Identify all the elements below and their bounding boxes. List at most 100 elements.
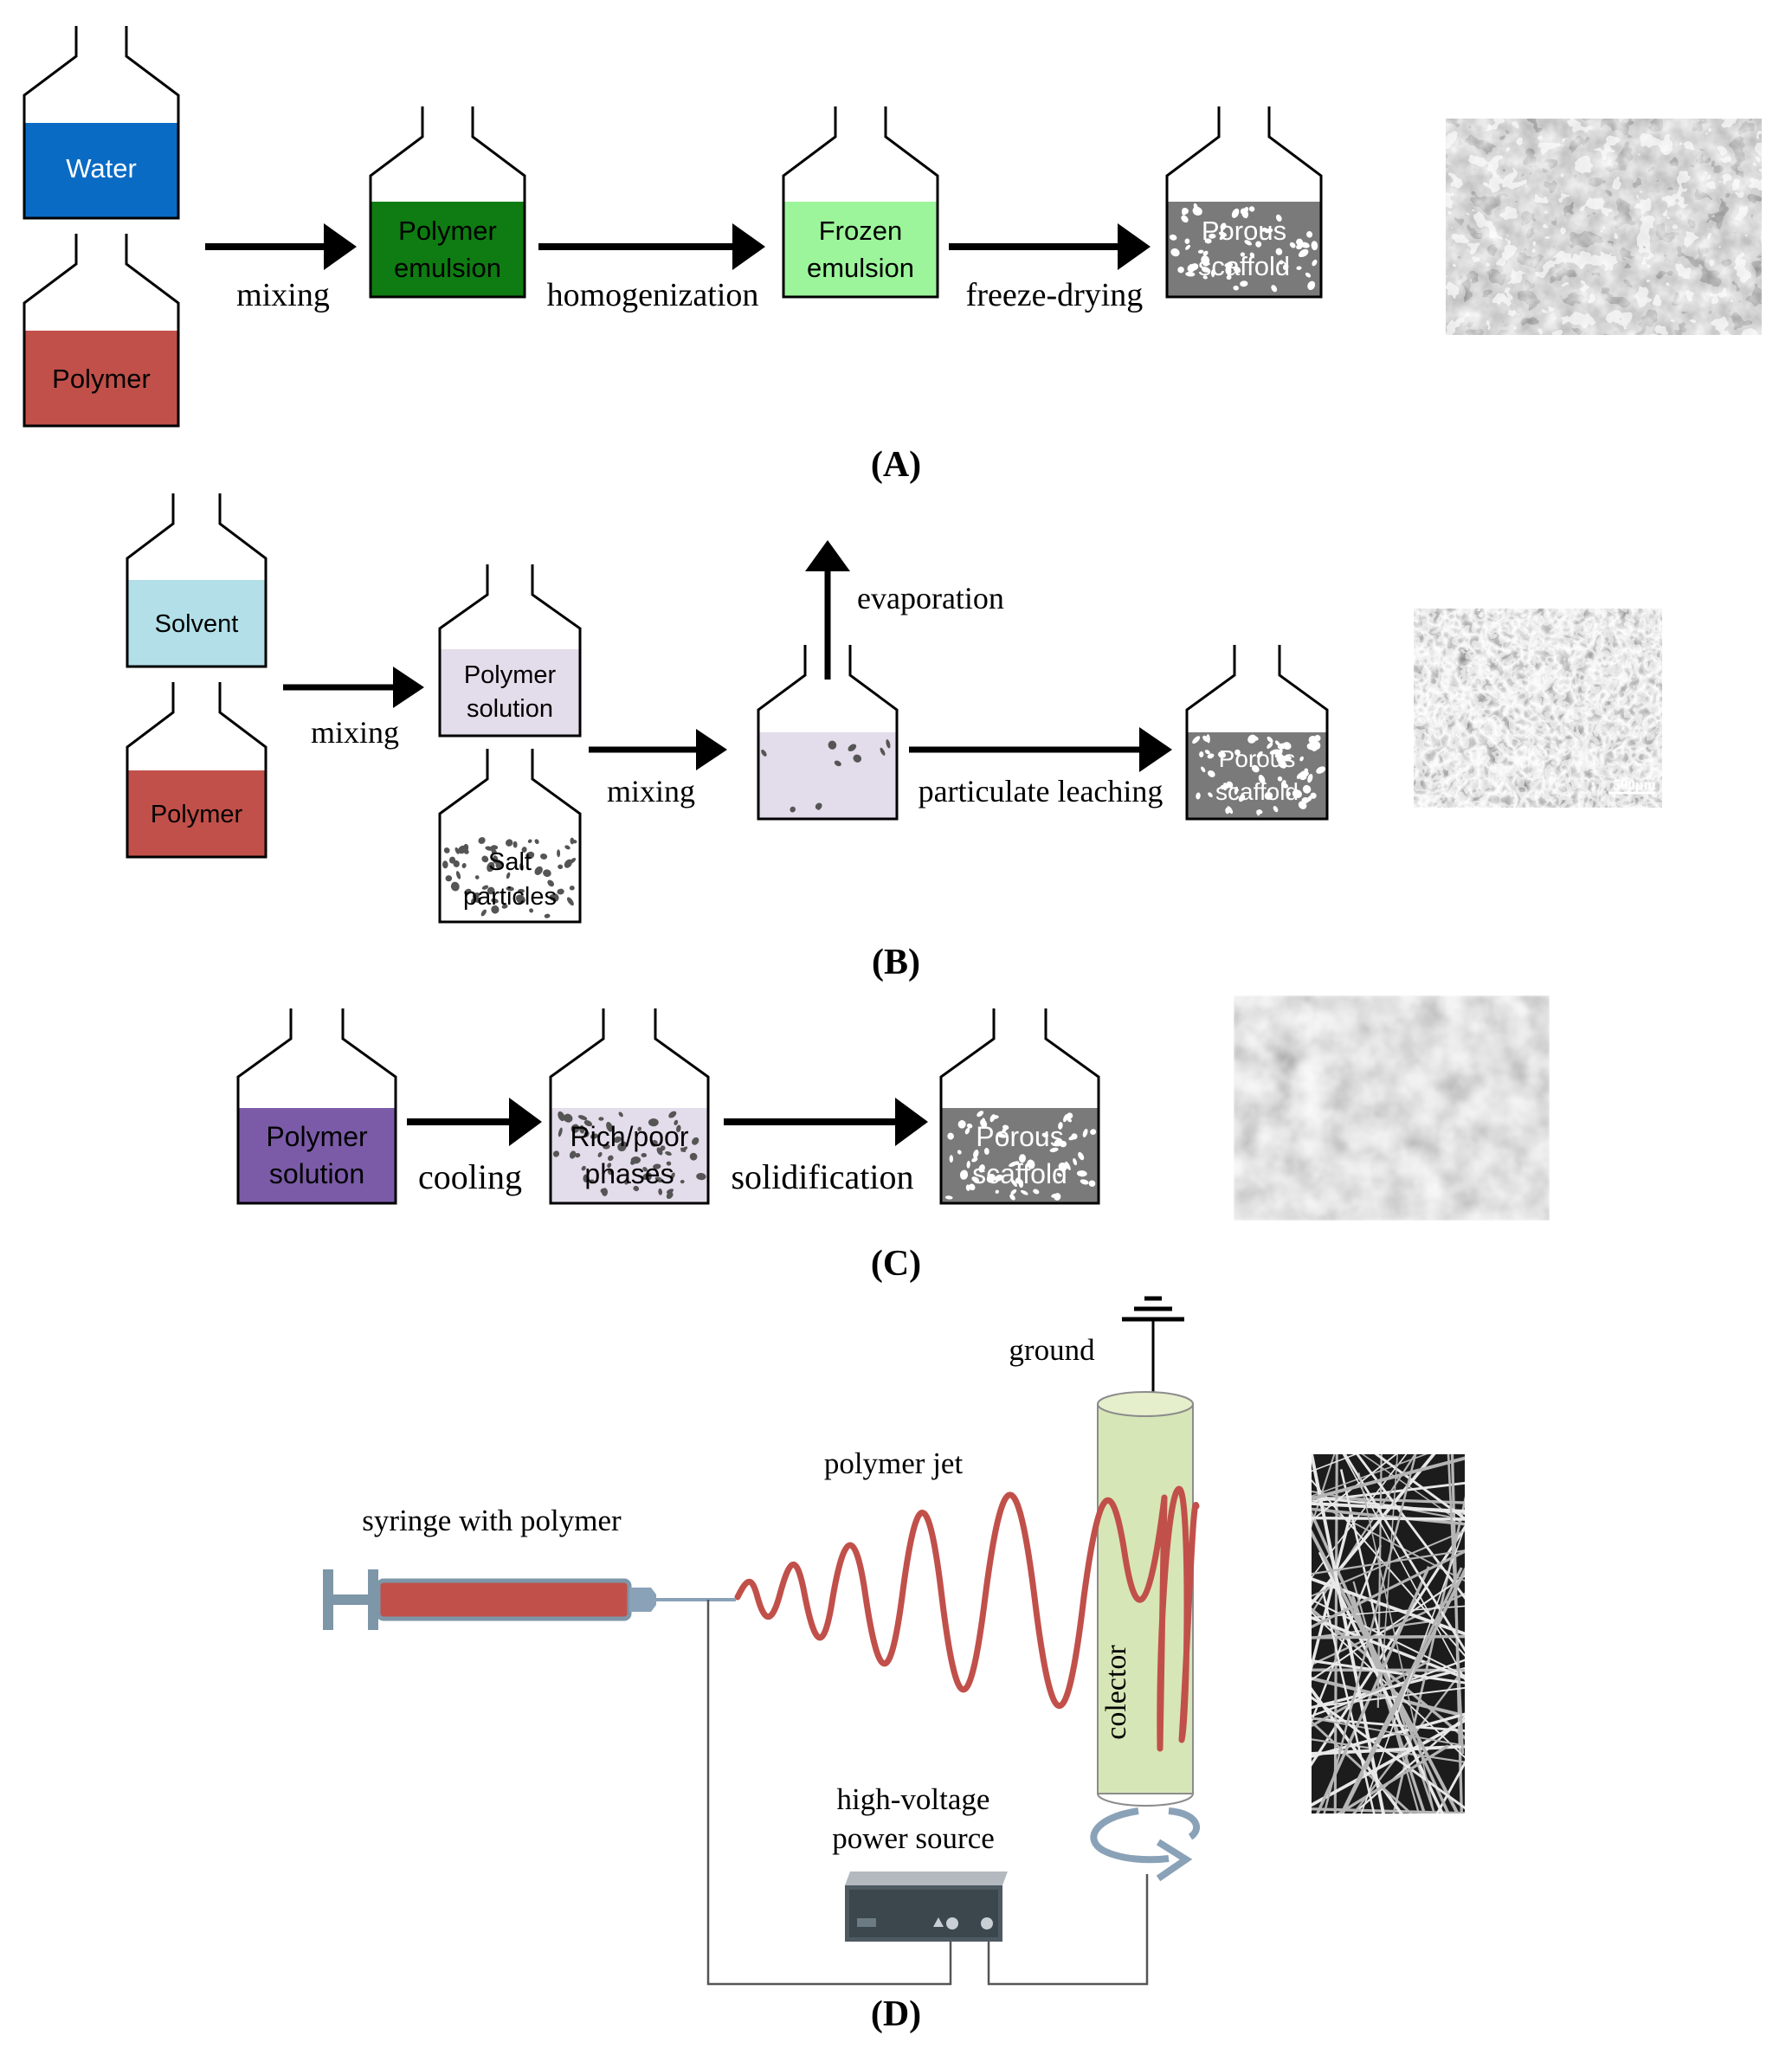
power-label-line1: high-voltage xyxy=(837,1782,990,1816)
salt-grains xyxy=(761,739,891,813)
bottle-fill xyxy=(127,580,266,667)
pores xyxy=(944,1111,1097,1201)
arrow-cooling: cooling xyxy=(407,1098,542,1196)
bottle-porous-scaffold: Porous scaffold xyxy=(1185,645,1329,821)
sem-image-phase-separation xyxy=(1234,995,1550,1221)
power-label-line2: power source xyxy=(832,1821,995,1855)
bottle-label: scaffold xyxy=(1215,778,1299,805)
bottle-label: Porous xyxy=(1219,745,1296,772)
bottle-polymer-solution: Polymer solution xyxy=(236,1008,397,1205)
ground-icon xyxy=(1122,1296,1184,1407)
phase-droplets xyxy=(552,1111,706,1199)
arrow-solidification: solidification xyxy=(724,1098,928,1196)
polymer-jet-label: polymer jet xyxy=(824,1446,964,1480)
pores xyxy=(1169,203,1318,293)
arrow-particulate-leaching: particulate leaching xyxy=(909,727,1172,809)
step-label: mixing xyxy=(311,715,399,750)
salt-grains xyxy=(442,837,577,918)
bottle-outline xyxy=(939,1008,1100,1205)
bottle-label: Water xyxy=(66,153,137,184)
wire-right xyxy=(987,1874,1149,1986)
polymer-jet xyxy=(734,1485,1200,1752)
bottle-salt-particles: Salt particles xyxy=(438,749,582,924)
collector-drum: colector xyxy=(1097,1391,1194,1807)
bottle-outline xyxy=(1185,645,1329,821)
fibers xyxy=(1312,1454,1465,1814)
bottle-outline xyxy=(782,106,939,299)
bottle-fill xyxy=(24,331,178,426)
bottle-porous-scaffold: Porous scaffold xyxy=(939,1008,1100,1205)
bottle-porous-scaffold: Porous scaffold xyxy=(1165,106,1323,299)
step-label: homogenization xyxy=(547,277,759,313)
bottle-label: emulsion xyxy=(394,253,501,283)
bottle-label: Salt xyxy=(488,848,532,876)
panel-label: (C) xyxy=(871,1244,921,1284)
step-label: solidification xyxy=(731,1157,913,1196)
bottle-label: Porous xyxy=(1202,216,1286,246)
bottle-fill xyxy=(127,770,266,857)
bottle-outline xyxy=(438,749,582,924)
bottle-fill xyxy=(24,123,178,218)
pores xyxy=(1192,734,1326,816)
step-label: particulate leaching xyxy=(919,774,1164,809)
bottle-fill xyxy=(440,649,580,736)
syringe-label: syringe with polymer xyxy=(362,1504,622,1537)
bottle-outline xyxy=(757,645,899,821)
syringe-icon xyxy=(323,1569,736,1630)
arrow-mixing: mixing xyxy=(205,223,357,313)
bottle-polymer-solution: Polymer solution xyxy=(438,564,582,738)
bottle-outline xyxy=(236,1008,397,1205)
panel-b: Solvent Polymer mixing Polymer solution … xyxy=(126,493,1662,982)
bottle-outline xyxy=(126,493,268,668)
ground-label: ground xyxy=(1009,1333,1095,1367)
bottle-water: Water xyxy=(23,26,180,220)
bottle-outline xyxy=(23,26,180,220)
bottle-label: scaffold xyxy=(1198,251,1290,281)
bottle-label: Polymer xyxy=(151,801,243,828)
bottle-label: Polymer xyxy=(52,364,151,394)
bottle-label: emulsion xyxy=(807,253,914,283)
step-label: evaporation xyxy=(857,581,1004,615)
collector-label: colector xyxy=(1100,1645,1132,1740)
bottle-label: Polymer xyxy=(266,1121,368,1152)
bottle-label: solution xyxy=(467,695,553,723)
bottle-outline xyxy=(23,234,180,428)
bottle-label: Rich/poor xyxy=(570,1121,689,1152)
bottle-label: Frozen xyxy=(819,216,902,246)
bottle-label: Polymer xyxy=(464,661,557,689)
arrow-homogenization: homogenization xyxy=(538,223,765,313)
panel-label: (A) xyxy=(871,445,921,485)
panel-a: Water Polymer mixing Polymer emulsion ho… xyxy=(23,26,1762,485)
step-label: mixing xyxy=(607,774,695,809)
bottle-mixture xyxy=(757,645,899,821)
bottle-outline xyxy=(126,682,268,859)
sem-image-leaching xyxy=(1414,609,1662,808)
bottle-label: scaffold xyxy=(972,1158,1067,1189)
bottle-label: Solvent xyxy=(155,610,239,638)
bottle-rich-poor-phases: Rich/poor phases xyxy=(549,1008,710,1205)
bottle-polymer-emulsion: Polymer emulsion xyxy=(369,106,526,299)
panel-d: ground colector polymer jet syringe with… xyxy=(323,1296,1465,2034)
bottle-label: particles xyxy=(463,883,557,911)
bottle-frozen-emulsion: Frozen emulsion xyxy=(782,106,939,299)
arrow-freeze-drying: freeze-drying xyxy=(949,223,1151,313)
step-label: cooling xyxy=(418,1157,522,1196)
wire-left xyxy=(706,1600,952,1986)
bottle-outline xyxy=(369,106,526,299)
bottle-label: Porous xyxy=(976,1121,1063,1152)
bottle-fill xyxy=(238,1108,396,1203)
bottle-outline xyxy=(1165,106,1323,299)
rotation-arrow-icon xyxy=(1090,1807,1201,1882)
panel-label: (D) xyxy=(871,1994,921,2034)
bottle-label: phases xyxy=(584,1158,674,1189)
step-label: freeze-drying xyxy=(966,277,1144,313)
arrow-mixing-1: mixing xyxy=(283,667,424,750)
power-supply-icon xyxy=(845,1872,1008,1942)
panel-label: (B) xyxy=(872,943,920,982)
bottle-fill xyxy=(783,202,938,297)
bottle-outline xyxy=(549,1008,710,1205)
bottle-outline xyxy=(438,564,582,738)
bottle-fill xyxy=(758,732,897,819)
arrow-mixing-2: mixing xyxy=(589,729,727,809)
bottle-fill xyxy=(371,202,525,297)
